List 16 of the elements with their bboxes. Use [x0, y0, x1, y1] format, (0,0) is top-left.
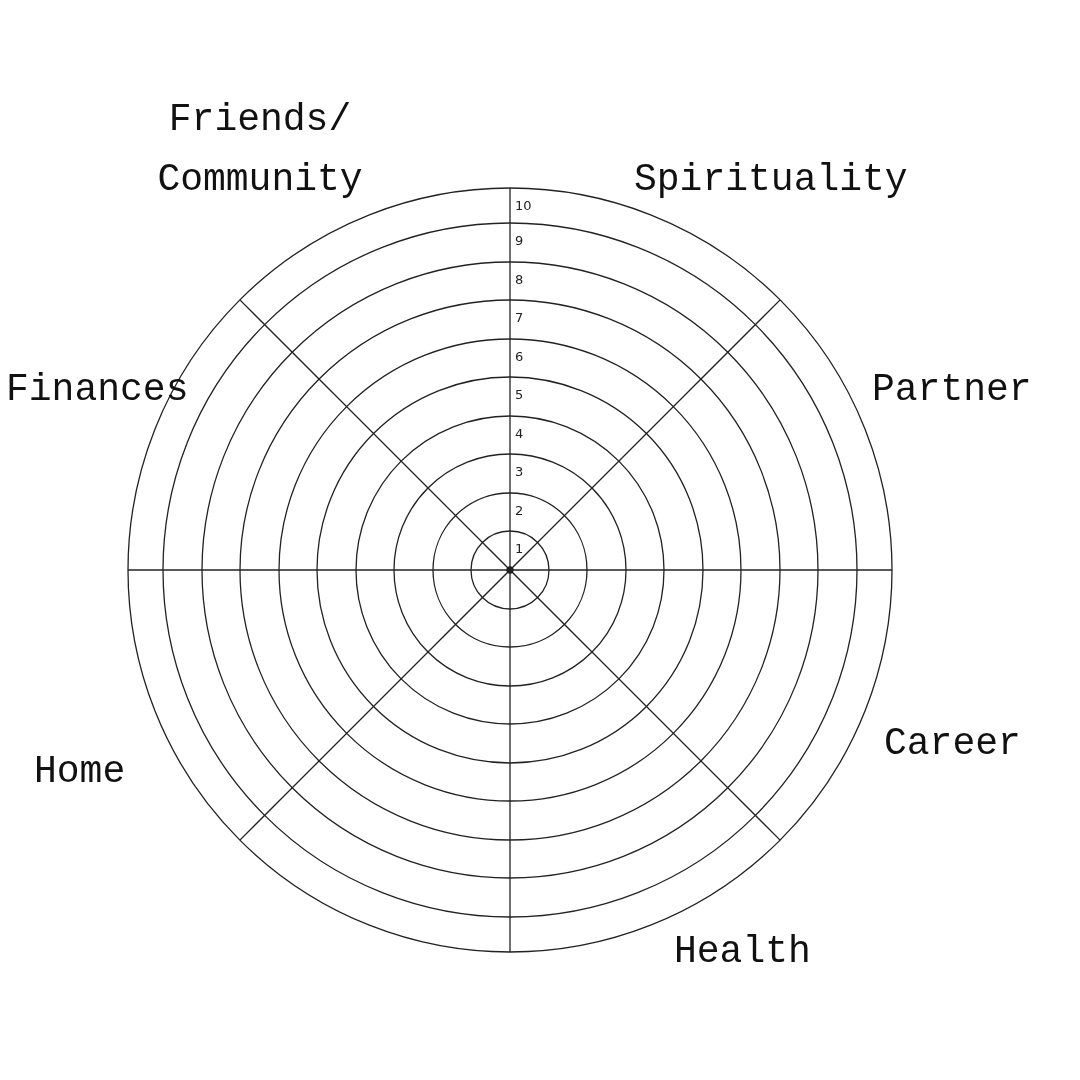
category-label: Friends/ Community: [156, 97, 364, 203]
scale-number: 2: [515, 503, 524, 518]
category-label: Partner: [872, 367, 1032, 413]
scale-number: 4: [515, 426, 524, 441]
category-label: Spirituality: [634, 157, 908, 203]
scale-number: 6: [515, 349, 524, 364]
scale-number: 8: [515, 272, 524, 287]
scale-number: 1: [515, 541, 524, 556]
category-label: Health: [674, 929, 811, 975]
scale-number: 10: [515, 198, 532, 213]
category-label: Career: [884, 721, 1021, 767]
scale-number: 5: [515, 387, 524, 402]
scale-number: 7: [515, 310, 524, 325]
scale-number: 9: [515, 233, 524, 248]
category-label: Home: [34, 749, 126, 795]
scale-number: 3: [515, 464, 524, 479]
